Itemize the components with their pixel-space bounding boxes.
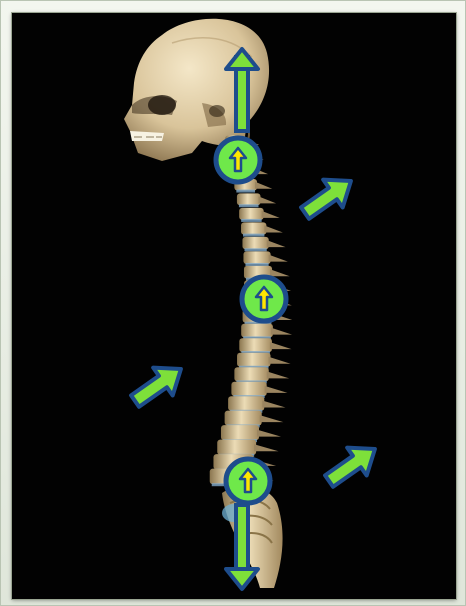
spinous-process xyxy=(267,371,289,378)
spinous-process xyxy=(262,211,280,218)
spinous-process xyxy=(269,357,291,364)
vertebra xyxy=(239,208,264,220)
joint-marker xyxy=(216,138,260,182)
vertebra xyxy=(239,338,272,352)
vertebra xyxy=(231,382,266,396)
spinous-process xyxy=(254,444,278,451)
intervertebral-disc xyxy=(244,248,266,251)
force-arrow xyxy=(319,435,384,495)
intervertebral-disc xyxy=(239,204,259,207)
vertebra xyxy=(228,396,264,411)
intervertebral-disc xyxy=(236,190,255,193)
spine-illustration xyxy=(12,13,456,599)
spinous-process xyxy=(267,240,286,247)
vertebra xyxy=(241,324,273,338)
joint-marker xyxy=(226,459,270,503)
vertebra xyxy=(242,237,268,249)
spinous-process xyxy=(270,269,290,276)
vertebra xyxy=(221,425,259,440)
vertebra xyxy=(243,251,270,264)
spinous-process xyxy=(255,182,272,189)
spinous-process xyxy=(265,386,288,393)
spinous-process xyxy=(260,415,284,422)
intervertebral-disc xyxy=(241,219,262,222)
image-viewport xyxy=(12,13,456,599)
spinous-process xyxy=(257,430,281,437)
spinous-process xyxy=(259,196,277,203)
joint-marker xyxy=(242,277,286,321)
force-arrow xyxy=(125,355,190,415)
spinous-process xyxy=(271,328,292,335)
spinous-process xyxy=(262,401,285,408)
intervertebral-disc xyxy=(245,263,268,266)
spinous-process xyxy=(264,226,282,233)
spinous-process xyxy=(269,255,288,262)
vertebra xyxy=(217,440,256,455)
spinous-process xyxy=(270,342,292,349)
force-arrow xyxy=(295,167,360,227)
intervertebral-disc xyxy=(243,234,264,237)
vertebra xyxy=(237,193,261,205)
vertebra xyxy=(237,353,271,367)
vertebra xyxy=(241,222,266,234)
vertebra xyxy=(234,367,268,381)
vertebra xyxy=(225,411,262,426)
